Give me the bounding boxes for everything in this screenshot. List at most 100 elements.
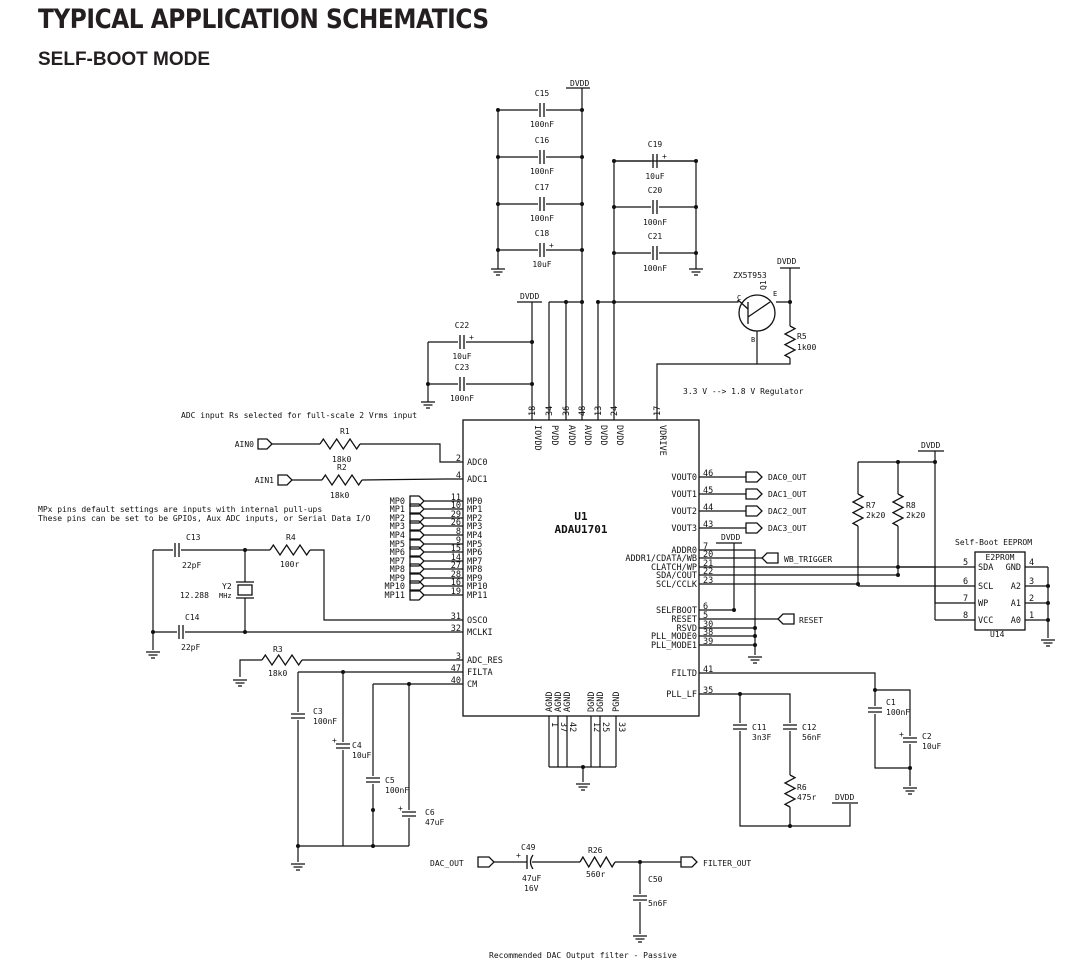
- regulator-emitter-wire: [776, 268, 791, 303]
- ic-u1-body: [462, 419, 700, 717]
- eeprom-right-pin-number: 3: [1029, 577, 1034, 587]
- ic-right-pin-number: 23: [703, 576, 713, 586]
- ic-left-pin-name: MP8: [467, 565, 482, 575]
- value-r26: 560r: [586, 870, 605, 879]
- capacitor-c5: [366, 777, 380, 783]
- value-r5: 1k00: [797, 343, 816, 352]
- ic-left-pin-name: MP9: [467, 574, 482, 584]
- ref-r4: R4: [286, 533, 296, 542]
- crystal-y2: [237, 584, 253, 596]
- ic-right-pin-name: VOUT1: [671, 490, 697, 500]
- ic-right-pin-number: 44: [703, 503, 713, 513]
- vdrive-wire: [656, 363, 757, 420]
- ic-bottom-pin-number: 1: [549, 722, 559, 727]
- resistor-r5: [783, 325, 797, 359]
- ic-top-pin-name: VDRIVE: [657, 425, 667, 456]
- ic-right-pin-number: 43: [703, 520, 713, 530]
- ic-left-pin-number: 32: [451, 624, 461, 634]
- voltage-c49: 16V: [524, 884, 539, 893]
- capacitor-c12: [783, 724, 797, 730]
- value-r8: 2k20: [906, 511, 925, 520]
- ref-c22: C22: [455, 321, 470, 330]
- junction-dot: [612, 251, 616, 255]
- r5-base-wire: [756, 331, 791, 365]
- value-c16: 100nF: [530, 167, 554, 176]
- ic-right-pin-name: VOUT0: [671, 473, 697, 483]
- value-y2: 12.288: [180, 591, 209, 600]
- mp-port-arrow: [409, 589, 425, 601]
- ground-symbol: [748, 656, 762, 664]
- ic-bottom-pin-number: 42: [567, 722, 577, 732]
- ic-left-pin-number: 47: [451, 664, 461, 674]
- capacitor-c1: [868, 707, 882, 713]
- ic-left-pin-name: MP0: [467, 497, 482, 507]
- ic-left-pin-name: MCLKI: [467, 628, 493, 638]
- ref-c15: C15: [535, 89, 550, 98]
- ic-right-pin-number: 6: [703, 602, 708, 612]
- ref-c23: C23: [455, 363, 470, 372]
- regulator-note: 3.3 V --> 1.8 V Regulator: [683, 387, 804, 396]
- junction-dot: [873, 688, 877, 692]
- value-c15: 100nF: [530, 120, 554, 129]
- ic-top-pin-name: IOVDD: [532, 425, 542, 451]
- ic-left-pin-number: 16: [451, 578, 461, 588]
- junction-dot: [496, 202, 500, 206]
- mp-port-arrow: [409, 520, 425, 532]
- port-wb-trigger-label: WB_TRIGGER: [784, 555, 832, 564]
- junction-dot: [580, 202, 584, 206]
- ic-bottom-pin-name: DGND: [596, 692, 606, 712]
- ref-c21: C21: [648, 232, 663, 241]
- wire: [739, 731, 851, 827]
- ref-c11: C11: [752, 723, 767, 732]
- q1-part-number: ZX5T953: [733, 271, 767, 280]
- ic-left-pin-name: ADC1: [467, 475, 487, 485]
- junction-dot: [580, 155, 584, 159]
- ic-left-pin-number: 26: [451, 518, 461, 528]
- mp-port-label: MP3: [390, 522, 405, 532]
- ic-top-pin-name: AVDD: [582, 425, 592, 445]
- value-c14: 22pF: [181, 643, 200, 652]
- unit-y2: MHz: [219, 592, 232, 600]
- junction-dot: [530, 340, 534, 344]
- filter-caption: Recommended DAC Output filter - Passive: [489, 951, 677, 960]
- ic-left-pin-number: 2: [456, 454, 461, 464]
- ic-right-pin-number: 45: [703, 486, 713, 496]
- ref-q1: Q1: [759, 280, 768, 290]
- resistor-r8: [891, 493, 905, 527]
- junction-dot: [856, 582, 860, 586]
- ic-top-pin-number: 18: [528, 406, 538, 416]
- junction-dot: [753, 626, 757, 630]
- mp-port-label: MP0: [390, 497, 405, 507]
- value-c22: 10uF: [452, 352, 471, 361]
- junction-dot: [426, 382, 430, 386]
- osco-wire: [310, 549, 446, 621]
- ic-left-pin-name: OSCO: [467, 616, 487, 626]
- eeprom-right-pin-number: 2: [1029, 594, 1034, 604]
- svg-text:+: +: [899, 730, 904, 739]
- ic-left-pin-number: 40: [451, 676, 461, 686]
- ic-bottom-pin-name: AGND: [545, 692, 555, 712]
- junction-dot: [580, 300, 584, 304]
- ref-c20: C20: [648, 186, 663, 195]
- value-r2: 18k0: [330, 491, 349, 500]
- junction-dot: [1046, 584, 1050, 588]
- ic-left-pin-name: MP1: [467, 505, 482, 515]
- ref-y2: Y2: [222, 582, 232, 591]
- port-dac3: [745, 522, 763, 534]
- ic-left-pin-name: FILTA: [467, 668, 493, 678]
- port-reset-label: RESET: [799, 616, 823, 625]
- junction-dot: [371, 808, 375, 812]
- page-title: TYPICAL APPLICATION SCHEMATICS: [38, 4, 489, 35]
- transistor-q1: [738, 294, 776, 332]
- crystal-y2-plates: [236, 581, 254, 599]
- ref-r1: R1: [340, 427, 350, 436]
- dvdd-rail-label-eeprom: DVDD: [921, 441, 940, 450]
- svg-text:+: +: [332, 736, 337, 745]
- eeprom-left-pin-number: 5: [963, 558, 968, 568]
- mp-port-label: MP4: [390, 531, 405, 541]
- ground-symbol: [146, 651, 160, 659]
- port-ain0: [257, 438, 273, 450]
- capacitor-c6: +: [398, 804, 416, 817]
- ground-symbol: [576, 783, 590, 791]
- ic-left-pin-name: CM: [467, 680, 477, 690]
